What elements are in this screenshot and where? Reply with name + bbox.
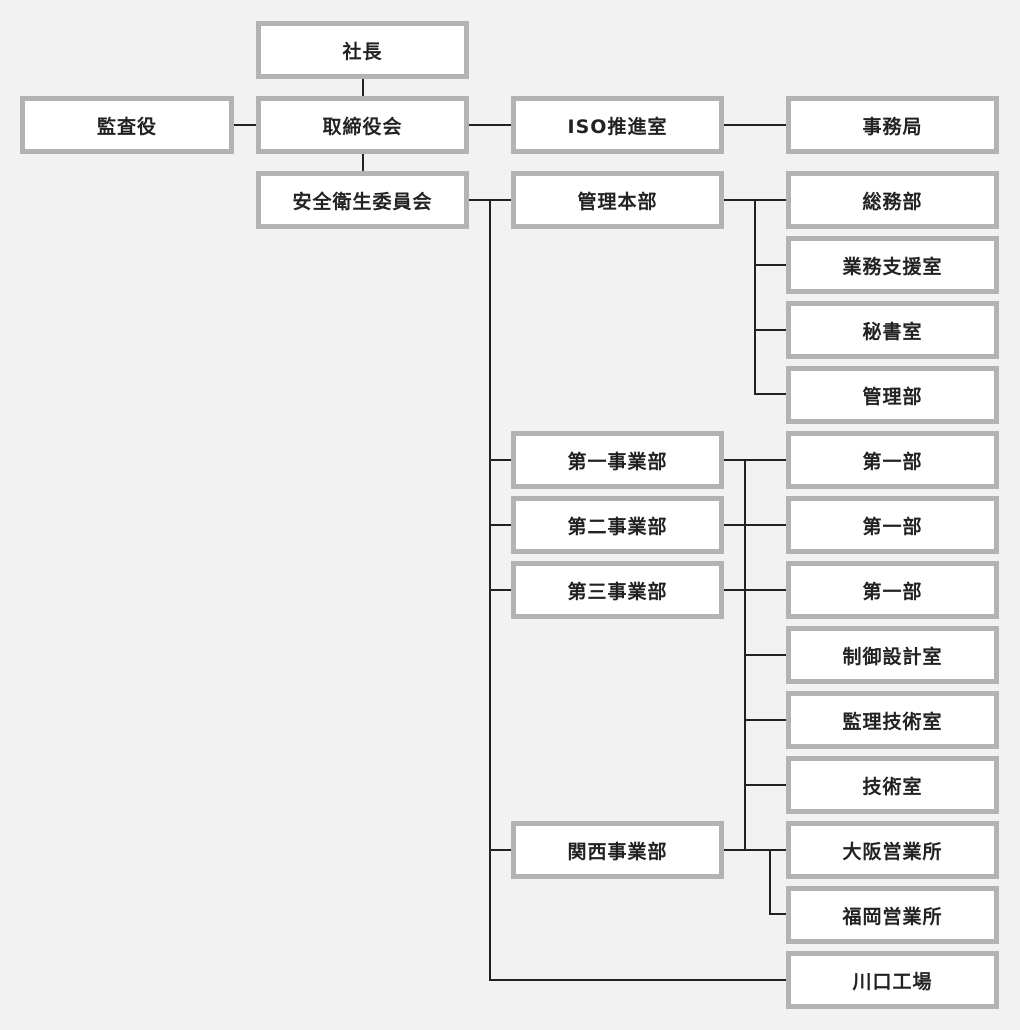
- connector-iso-secretariat: [723, 124, 787, 126]
- box-admin-unit: 業務支援室: [786, 236, 999, 294]
- connector-trunk-div3: [489, 589, 512, 591]
- connector-admin-unit-2: [754, 264, 787, 266]
- box-division-unit: 制御設計室: [786, 626, 999, 684]
- box-iso-office: ISO推進室: [511, 96, 724, 154]
- connector-bus-unit4: [744, 654, 787, 656]
- bus-kansai: [769, 849, 771, 915]
- connector-div1-unit1: [723, 459, 787, 461]
- box-board: 取締役会: [256, 96, 469, 154]
- box-division-unit: 監理技術室: [786, 691, 999, 749]
- connector-president-board: [362, 78, 364, 96]
- box-division-unit: 福岡営業所: [786, 886, 999, 944]
- box-safety-committee: 安全衛生委員会: [256, 171, 469, 229]
- box-admin-unit: 総務部: [786, 171, 999, 229]
- connector-auditor-board: [233, 124, 257, 126]
- box-division: 関西事業部: [511, 821, 724, 879]
- box-secretariat: 事務局: [786, 96, 999, 154]
- connector-bus-unit6: [744, 784, 787, 786]
- box-division: 第二事業部: [511, 496, 724, 554]
- box-president: 社長: [256, 21, 469, 79]
- connector-div4-unit7: [723, 849, 787, 851]
- box-division: 第三事業部: [511, 561, 724, 619]
- connector-board-safety: [362, 153, 364, 171]
- connector-trunk-div1: [489, 459, 512, 461]
- connector-trunk-div2: [489, 524, 512, 526]
- connector-trunk-factory: [489, 979, 787, 981]
- connector-admin-unit-4: [754, 393, 787, 395]
- box-factory: 川口工場: [786, 951, 999, 1009]
- connector-div3-unit3: [723, 589, 787, 591]
- connector-board-iso: [468, 124, 512, 126]
- connector-trunk-div4: [489, 849, 512, 851]
- connector-kansai-unit8: [769, 913, 787, 915]
- box-auditor: 監査役: [20, 96, 234, 154]
- connector-admin-unit-3: [754, 329, 787, 331]
- box-admin-unit: 秘書室: [786, 301, 999, 359]
- box-division: 第一事業部: [511, 431, 724, 489]
- bus-admin: [754, 199, 756, 395]
- box-admin-unit: 管理部: [786, 366, 999, 424]
- box-division-unit: 技術室: [786, 756, 999, 814]
- connector-bus-unit5: [744, 719, 787, 721]
- box-division-unit: 第一部: [786, 561, 999, 619]
- box-division-unit: 第一部: [786, 431, 999, 489]
- box-admin-hq: 管理本部: [511, 171, 724, 229]
- box-division-unit: 大阪営業所: [786, 821, 999, 879]
- box-division-unit: 第一部: [786, 496, 999, 554]
- connector-div2-unit2: [723, 524, 787, 526]
